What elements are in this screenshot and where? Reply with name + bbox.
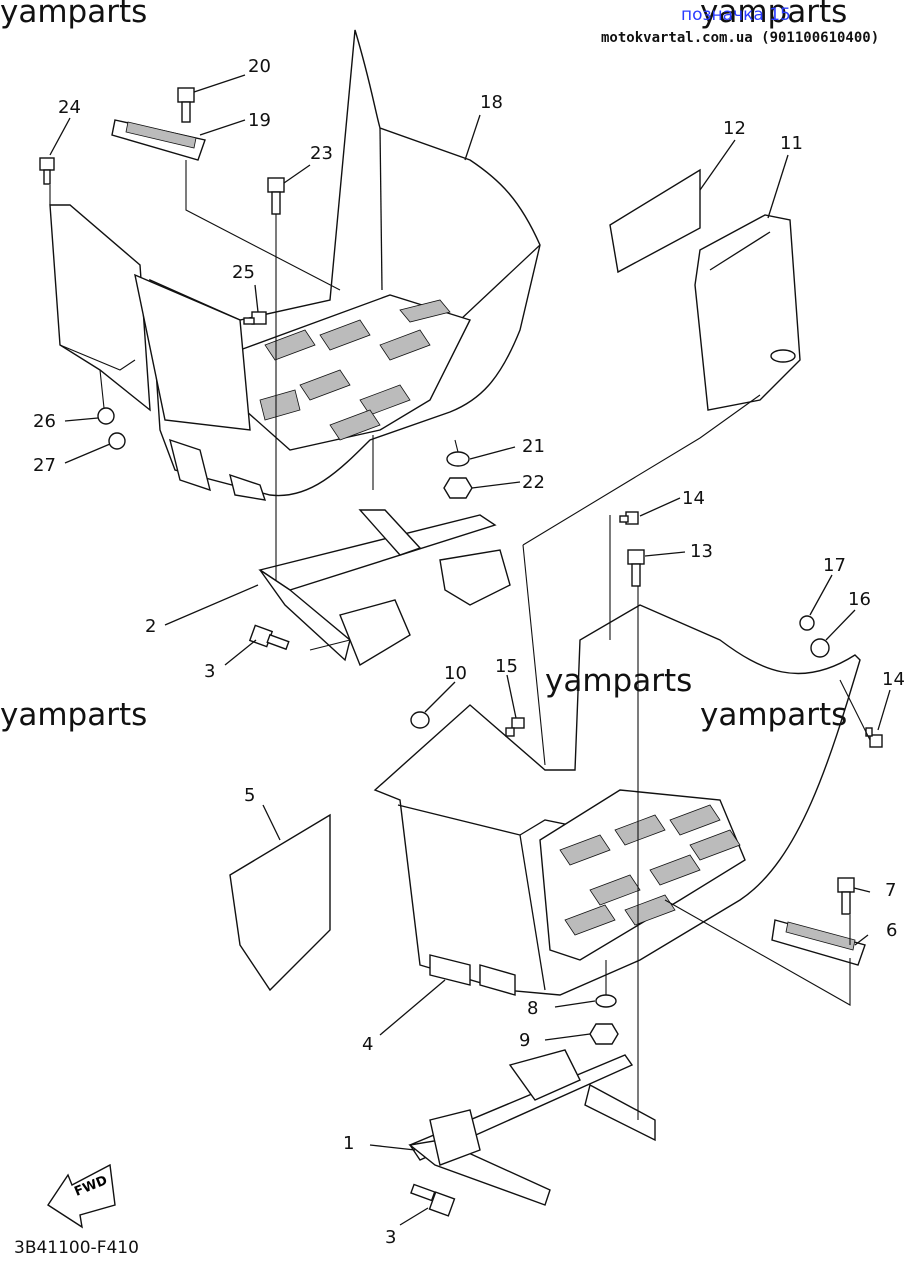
part-21-washer (446, 451, 470, 467)
callout-2: 2 (145, 616, 157, 637)
callout-11: 11 (780, 133, 803, 154)
left-footrest-assembly (49, 29, 541, 501)
callout-leaders (49, 74, 891, 1226)
part-8-washer (595, 994, 617, 1008)
callout-8: 8 (527, 998, 539, 1019)
callout-9: 9 (519, 1030, 531, 1051)
callout-18: 18 (480, 92, 503, 113)
part-15-screw-lower (505, 717, 525, 737)
diagram-code: 3B41100-F410 (14, 1238, 139, 1258)
part-14-screw-upper (619, 511, 639, 525)
callout-16: 16 (848, 589, 871, 610)
part-2-bracket (258, 509, 511, 667)
part-side-flap (49, 204, 151, 412)
part-20-bolt (177, 87, 195, 123)
callout-14b: 14 (882, 669, 905, 690)
callout-10: 10 (444, 663, 467, 684)
callout-22: 22 (522, 472, 545, 493)
callout-13: 13 (690, 541, 713, 562)
callout-23: 23 (310, 143, 333, 164)
callout-27: 27 (33, 455, 56, 476)
part-16-collar (810, 638, 830, 658)
watermark: yamparts (700, 697, 848, 733)
part-24-screw (39, 157, 55, 185)
part-14-screw-right (865, 727, 883, 748)
part-9-nut (589, 1023, 619, 1045)
part-17-nut (799, 615, 815, 631)
part-13-bolt (627, 549, 645, 587)
part-3-bolt-lower (410, 1183, 456, 1217)
part-5-sticker (229, 813, 331, 992)
part-10-grommet (410, 711, 430, 729)
part-23-bolt (267, 177, 285, 215)
site-reference: motokvartal.com.ua (901100610400) (601, 30, 880, 46)
callout-7: 7 (885, 880, 897, 901)
callout-20: 20 (248, 56, 271, 77)
part-12-sticker (609, 168, 701, 274)
watermark: yamparts (0, 0, 148, 30)
assembly-guide-lines (49, 160, 871, 1120)
callout-4: 4 (362, 1034, 374, 1055)
watermark: yamparts (700, 0, 848, 30)
right-footrest-assembly (373, 604, 861, 996)
part-26-collar (97, 407, 115, 425)
part-25-screw (243, 311, 267, 325)
callout-3b: 3 (385, 1227, 397, 1248)
callout-1: 1 (343, 1133, 355, 1154)
watermark: yamparts (545, 663, 693, 699)
callout-5: 5 (244, 785, 256, 806)
callout-12: 12 (723, 118, 746, 139)
callout-26: 26 (33, 411, 56, 432)
callout-19: 19 (248, 110, 271, 131)
callout-25: 25 (232, 262, 255, 283)
part-1-bracket (408, 1049, 656, 1206)
callout-15: 15 (495, 656, 518, 677)
part-19-footpeg (111, 119, 206, 161)
callout-3: 3 (204, 661, 216, 682)
part-6-footpeg (771, 919, 866, 966)
part-3-bolt-upper (248, 624, 290, 651)
fwd-arrow-icon (47, 1163, 116, 1229)
callout-24: 24 (58, 97, 81, 118)
footboard-tread-left (259, 299, 451, 441)
watermark: yamparts (0, 697, 148, 733)
callout-17: 17 (823, 555, 846, 576)
callout-14: 14 (682, 488, 705, 509)
part-22-nut (443, 477, 473, 499)
part-11-panel (694, 214, 801, 411)
callout-21: 21 (522, 436, 545, 457)
part-7-bolt (837, 877, 855, 915)
part-mark-link[interactable]: позначка 15 (681, 5, 791, 25)
part-27-nut (108, 432, 126, 450)
callout-6: 6 (886, 920, 898, 941)
